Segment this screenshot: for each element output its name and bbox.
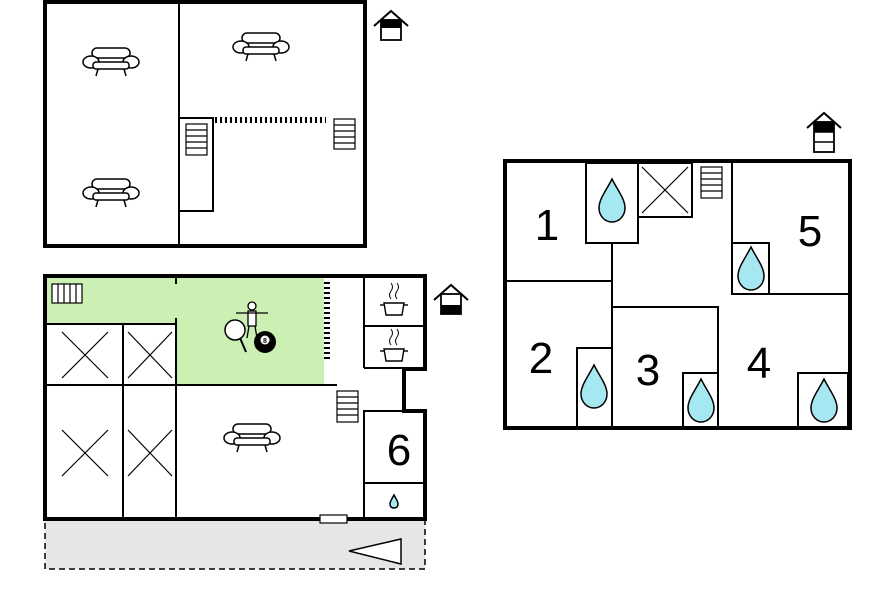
sofa-icon xyxy=(82,47,140,77)
annex-stair-well xyxy=(178,117,214,212)
upper-floor-plan: 1 2 3 4 5 xyxy=(503,159,852,430)
bedroom-6-wall xyxy=(363,410,426,520)
bath-5 xyxy=(731,242,770,295)
stairs-icon xyxy=(333,118,356,150)
room-number-1: 1 xyxy=(535,201,559,250)
terrace xyxy=(44,518,426,570)
billiard-ball-number: 8 xyxy=(263,338,267,345)
house-level-ground-icon xyxy=(433,283,469,315)
game-room-highlight xyxy=(177,278,324,385)
annex-floor-plan xyxy=(43,0,367,248)
room-number-3: 3 xyxy=(636,346,660,395)
kitchen-pot-icon xyxy=(380,328,408,362)
stairs-icon xyxy=(185,123,208,156)
kitchen-pot-icon xyxy=(380,282,408,316)
bath-2 xyxy=(576,347,613,429)
stairs-icon xyxy=(51,283,83,304)
annex-outer-wall xyxy=(43,0,367,248)
room-number-6: 6 xyxy=(387,426,411,475)
table-tennis-icon xyxy=(224,319,247,353)
room-number-4: 4 xyxy=(747,339,771,388)
storage xyxy=(637,162,693,218)
bathroom-drop-icon xyxy=(580,364,608,409)
bathroom-drop-icon xyxy=(389,493,399,509)
foosball-player-icon xyxy=(236,301,268,339)
room-number-2: 2 xyxy=(529,334,553,383)
storage-cross-icon xyxy=(61,331,109,379)
bathroom-drop-icon xyxy=(687,378,715,423)
house-level-top-icon xyxy=(373,9,409,41)
billiard-ball-icon: 8 xyxy=(254,331,276,353)
bath-3 xyxy=(682,372,719,429)
sofa-icon xyxy=(82,178,140,208)
stairs-icon xyxy=(336,390,359,423)
bathroom-drop-icon xyxy=(598,178,626,223)
storage-cross-icon xyxy=(641,166,689,214)
storage-cross-icon xyxy=(127,331,173,379)
bathroom-drop-icon xyxy=(810,378,838,423)
storage-cross-icon xyxy=(61,429,109,477)
ground-floor-plan: 6 8 xyxy=(43,274,427,570)
house-level-upper-icon xyxy=(806,111,842,153)
bath-4 xyxy=(797,372,849,429)
entrance-door xyxy=(319,514,348,524)
storage-cross-icon xyxy=(127,429,173,477)
entrance-arrow-icon xyxy=(348,538,402,565)
sofa-icon xyxy=(223,423,281,453)
room-number-5: 5 xyxy=(798,207,822,256)
bathroom-drop-icon xyxy=(737,246,765,291)
sofa-icon xyxy=(232,32,290,62)
stairs-icon xyxy=(700,166,723,199)
